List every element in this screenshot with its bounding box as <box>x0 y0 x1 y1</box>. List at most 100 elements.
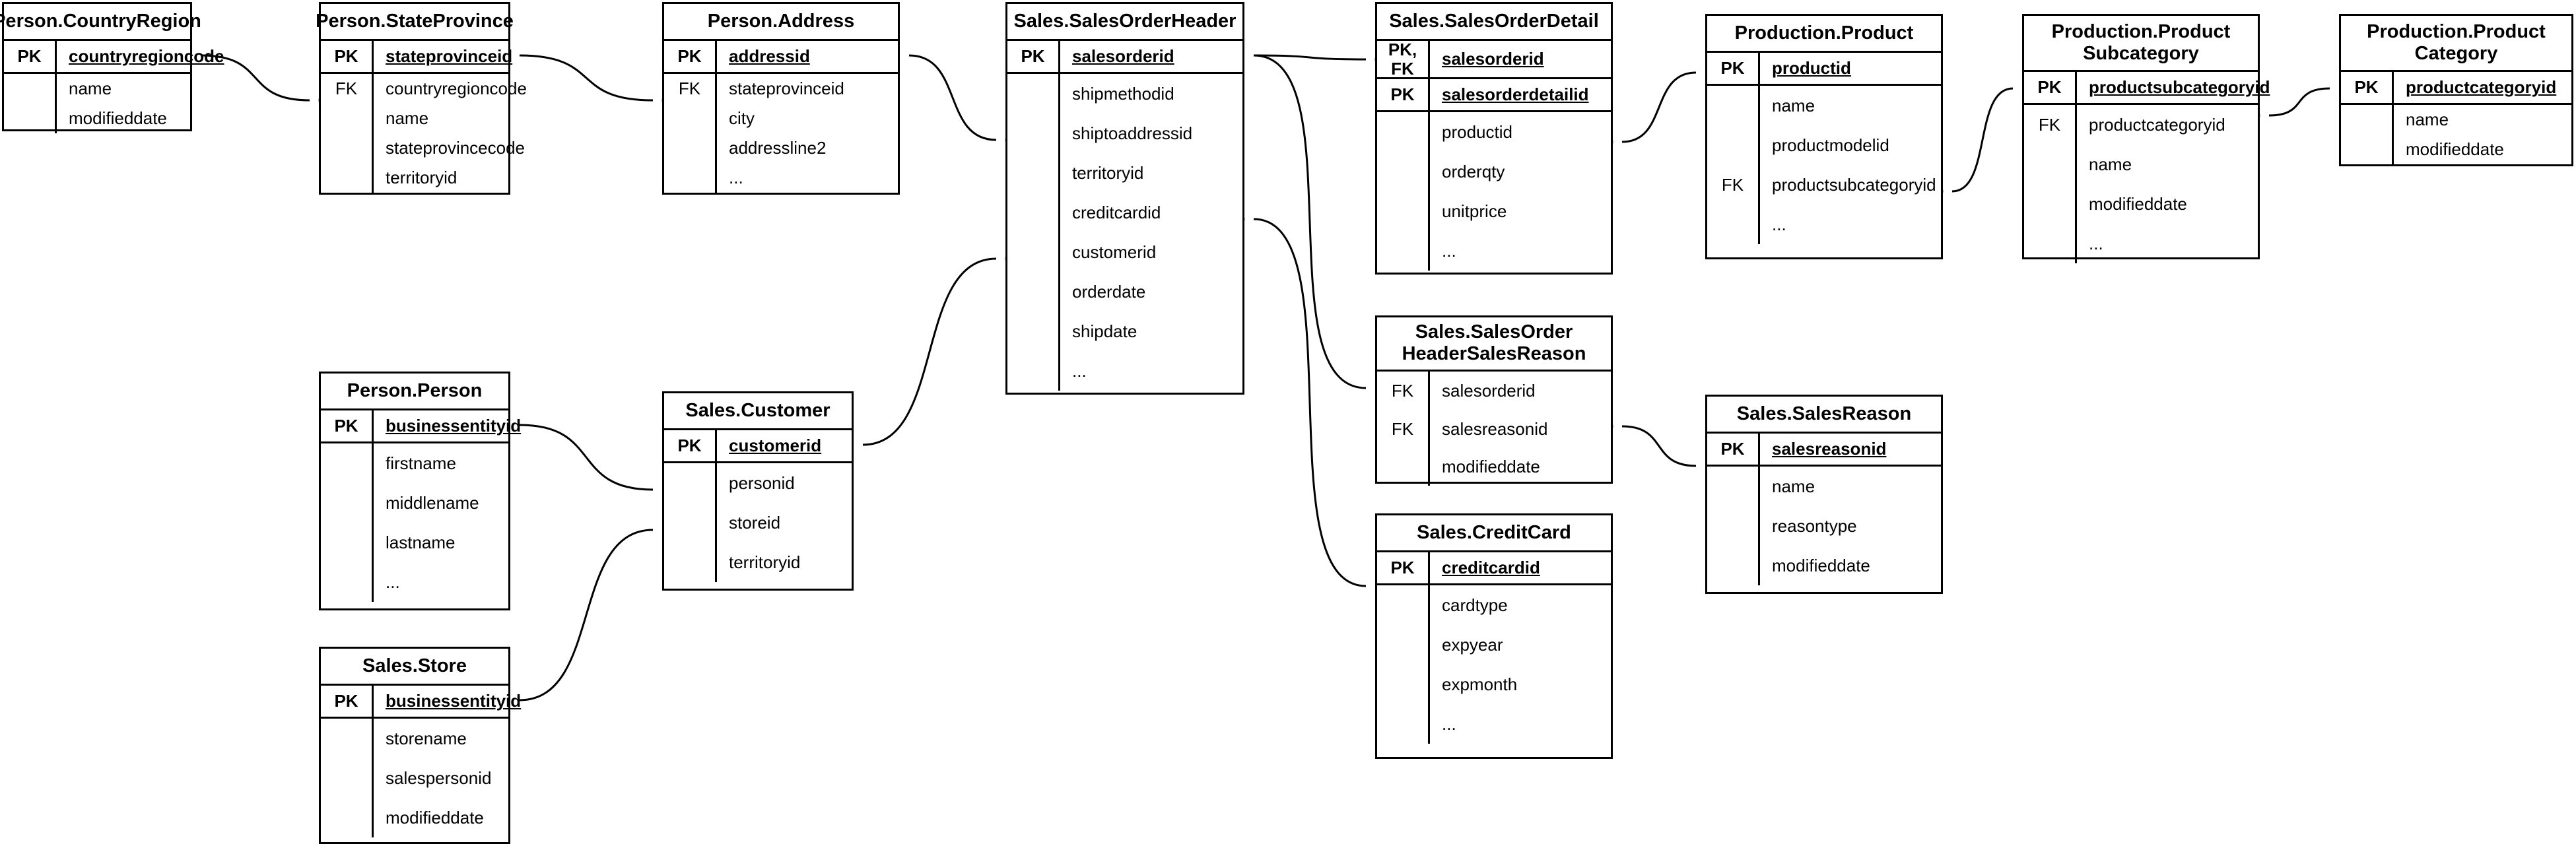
attribute-name: businessentityid <box>386 691 522 711</box>
attribute-row[interactable]: productid <box>1377 112 1611 152</box>
attribute-row[interactable]: shiptoaddressid <box>1007 114 1242 153</box>
attribute-row[interactable]: stateprovincecode <box>321 133 525 163</box>
attribute-row[interactable]: customerid <box>1007 232 1242 272</box>
attribute-name: salesreasonid <box>1772 439 1887 459</box>
attribute-key-badge <box>1007 74 1060 114</box>
attribute-key-badge: FK <box>664 74 717 104</box>
attribute-row[interactable]: firstname <box>321 443 508 483</box>
attribute-row[interactable]: ... <box>1707 205 1941 244</box>
attribute-row[interactable]: ... <box>1007 351 1242 391</box>
attribute-row[interactable]: territoryid <box>321 163 508 193</box>
attribute-row[interactable]: salespersonid <box>321 758 508 798</box>
attribute-row[interactable]: name <box>321 104 508 133</box>
attribute-key-badge: PK <box>321 410 374 441</box>
entity-title: Person.Address <box>664 4 898 41</box>
attribute-row[interactable]: middlename <box>321 483 508 523</box>
attribute-row[interactable]: ... <box>2024 224 2258 263</box>
attribute-row[interactable]: addressline2 <box>664 133 898 163</box>
attribute-row[interactable]: modifieddate <box>4 104 190 133</box>
attribute-row[interactable]: territoryid <box>1007 153 1242 193</box>
attribute-row[interactable]: modifieddate <box>2341 135 2571 164</box>
attribute-row[interactable]: shipdate <box>1007 311 1242 351</box>
attribute-name: modifieddate <box>69 108 167 129</box>
attribute-row[interactable]: modifieddate <box>1707 546 1941 585</box>
attribute-row[interactable]: territoryid <box>664 542 852 582</box>
attribute-row[interactable]: reasontype <box>1707 506 1941 546</box>
attribute-row[interactable]: shipmethodid <box>1007 74 1242 114</box>
attribute-row[interactable]: ... <box>1377 704 1611 744</box>
attribute-row[interactable]: name <box>1707 86 1941 125</box>
attribute-row[interactable]: cardtype <box>1377 585 1611 625</box>
attribute-name: productcategoryid <box>2089 114 2225 135</box>
attribute-row[interactable]: productmodelid <box>1707 125 1941 165</box>
attribute-row[interactable]: name <box>1707 467 1941 506</box>
entity-title: Sales.SalesOrderHeader <box>1007 4 1242 41</box>
attribute-row[interactable]: name <box>4 74 190 104</box>
attribute-key-badge <box>1377 152 1430 191</box>
attribute-name: customerid <box>729 436 822 456</box>
attribute-row[interactable]: personid <box>664 463 852 503</box>
attribute-name: productsubcategoryid <box>2089 77 2270 98</box>
attribute-row[interactable]: ... <box>664 163 898 193</box>
attribute-row[interactable]: ... <box>321 562 508 602</box>
attribute-row[interactable]: name <box>2024 145 2258 184</box>
attribute-key-badge <box>1007 153 1060 193</box>
attribute-row[interactable]: orderqty <box>1377 152 1611 191</box>
attribute-row[interactable]: unitprice <box>1377 191 1611 231</box>
attribute-row[interactable]: creditcardid <box>1007 193 1242 232</box>
attribute-row[interactable]: ... <box>1377 231 1611 271</box>
attribute-row[interactable]: modifieddate <box>321 798 508 837</box>
attribute-row[interactable]: expmonth <box>1377 665 1611 704</box>
attribute-row[interactable]: modifieddate <box>1377 448 1611 486</box>
attribute-row[interactable]: orderdate <box>1007 272 1242 311</box>
attribute-row[interactable]: storeid <box>664 503 852 542</box>
attribute-name: modifieddate <box>1442 457 1540 477</box>
attribute-row[interactable]: expyear <box>1377 625 1611 665</box>
attribute-row[interactable]: lastname <box>321 523 508 562</box>
attribute-key-badge <box>2024 145 2077 184</box>
attribute-row[interactable]: storename <box>321 719 508 758</box>
relationship-line-rel-customer-salesorderheader <box>862 257 997 446</box>
attribute-row[interactable]: modifieddate <box>2024 184 2258 224</box>
attribute-name: countryregioncode <box>386 79 527 99</box>
attribute-name: salesorderdetailid <box>1442 84 1589 105</box>
attribute-row[interactable]: city <box>664 104 898 133</box>
attribute-row[interactable]: name <box>2341 105 2571 135</box>
